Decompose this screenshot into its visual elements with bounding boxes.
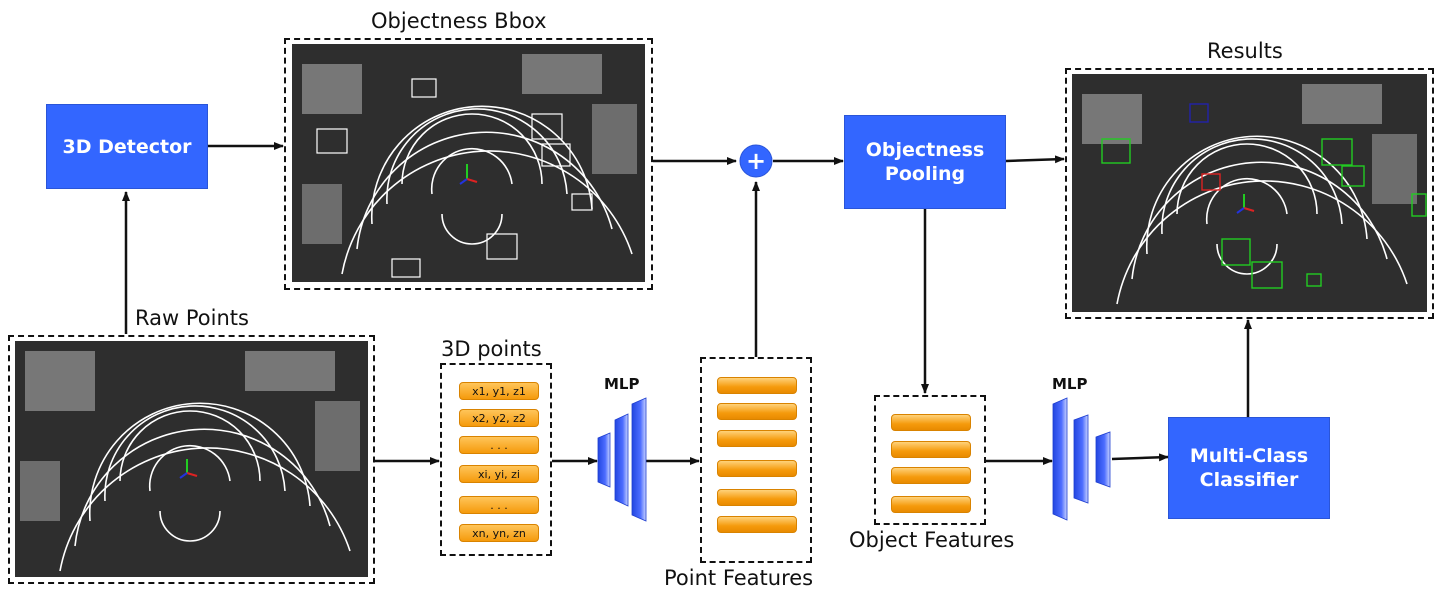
detector-box: 3D Detector [46,104,208,189]
point-row: . . . [459,436,539,454]
caption-raw-points: Raw Points [135,306,249,330]
raw-points-frame [8,335,375,584]
point-feature-bar [717,430,797,447]
mlp-second-layer-2 [1073,414,1089,504]
point-row: xn, yn, zn [459,524,539,542]
arrow-mlp-to-classifier [1111,453,1169,462]
point-row: xi, yi, zi [459,465,539,483]
caption-point-features: Point Features [664,566,814,590]
pooling-label-line2: Pooling [884,163,966,185]
scan-raw [20,351,360,572]
mlp-first-layer-2 [614,413,629,507]
object-features-frame [874,395,986,525]
mlp-second-layer-3 [1095,431,1111,488]
object-feature-bar [891,441,971,458]
point-row: x1, y1, z1 [459,382,539,400]
object-feature-bar [891,496,971,513]
mlp-label-first: MLP [604,375,640,393]
results-frame [1065,68,1434,319]
point-row: . . . [459,496,539,514]
points-list-frame: x1, y1, z1 x2, y2, z2 . . . xi, yi, zi .… [440,363,552,556]
detector-label: 3D Detector [62,135,192,158]
object-feature-bar [891,467,971,484]
results-image [1072,74,1427,312]
classifier-label-line2: Classifier [1199,469,1299,491]
caption-objectness-bbox: Objectness Bbox [371,9,547,33]
plus-symbol: + [746,147,766,175]
point-feature-bar [717,489,797,506]
point-features-frame [700,357,812,563]
object-feature-bar [891,414,971,431]
add-node: + [739,144,773,178]
caption-3d-points: 3D points [441,337,542,361]
pooling-box: Objectness Pooling [844,115,1006,209]
point-feature-bar [717,377,797,394]
pooling-label-line1: Objectness [865,139,985,161]
classifier-label-line1: Multi-Class [1189,445,1309,467]
mlp-first [597,397,647,522]
mlp-first-layer-1 [597,432,611,488]
caption-object-features: Object Features [849,528,1015,552]
mlp-second-layer-1 [1052,397,1068,521]
point-feature-bar [717,516,797,533]
mlp-label-second: MLP [1052,375,1088,393]
caption-results: Results [1207,39,1283,63]
point-row: x2, y2, z2 [459,409,539,427]
point-feature-bar [717,460,797,477]
objectness-bbox-image [292,44,645,282]
scan-objectness [302,54,637,278]
raw-points-image [15,341,368,577]
objectness-bbox-frame [284,38,653,290]
scan-results [1082,84,1427,305]
arrow-pooling-to-results [1005,155,1065,164]
point-feature-bar [717,403,797,420]
classifier-box: Multi-Class Classifier [1168,417,1330,519]
mlp-first-layer-3 [631,397,647,522]
mlp-second [1052,397,1111,521]
